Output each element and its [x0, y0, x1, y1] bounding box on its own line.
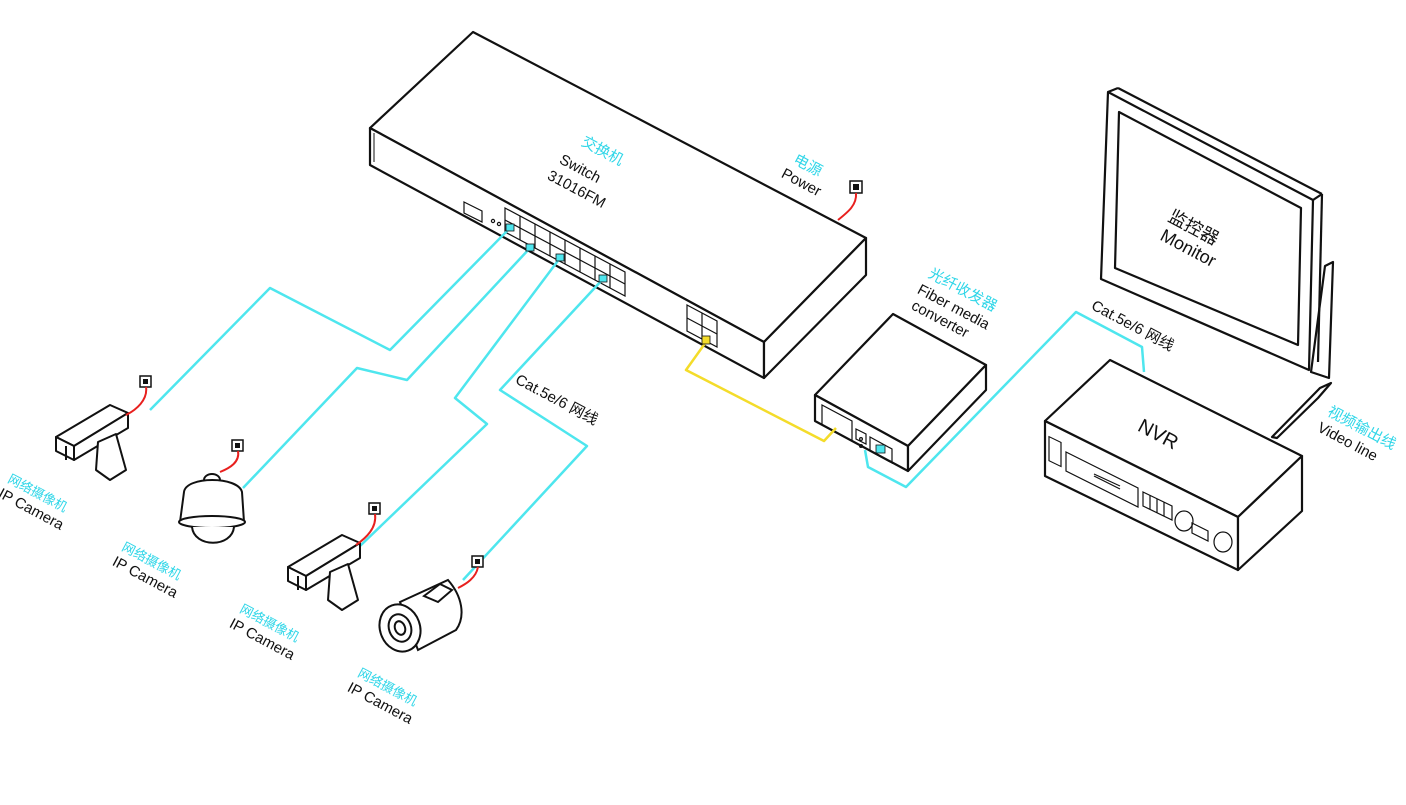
fiber-cable: [684, 341, 837, 443]
nvr-front-panel: [1048, 435, 1233, 553]
camera-1-power: [125, 375, 152, 416]
cable-ends: [505, 223, 886, 454]
monitor-device: [1099, 86, 1335, 440]
switch-device: [368, 30, 868, 380]
fiber-port-end: [701, 335, 711, 345]
camera-2-power: [219, 439, 244, 473]
switch-power-socket: [837, 180, 863, 221]
network-cables: [149, 227, 1146, 581]
switch-ports: [463, 201, 718, 348]
camera-4-power: [457, 555, 484, 589]
bullet-camera-icon: [378, 578, 463, 653]
camera-3-power: [355, 502, 381, 546]
dome-camera-icon: [178, 473, 246, 544]
box-camera-icon: [55, 404, 129, 481]
nvr-device: [1043, 358, 1304, 572]
box-camera-icon: [287, 534, 361, 611]
